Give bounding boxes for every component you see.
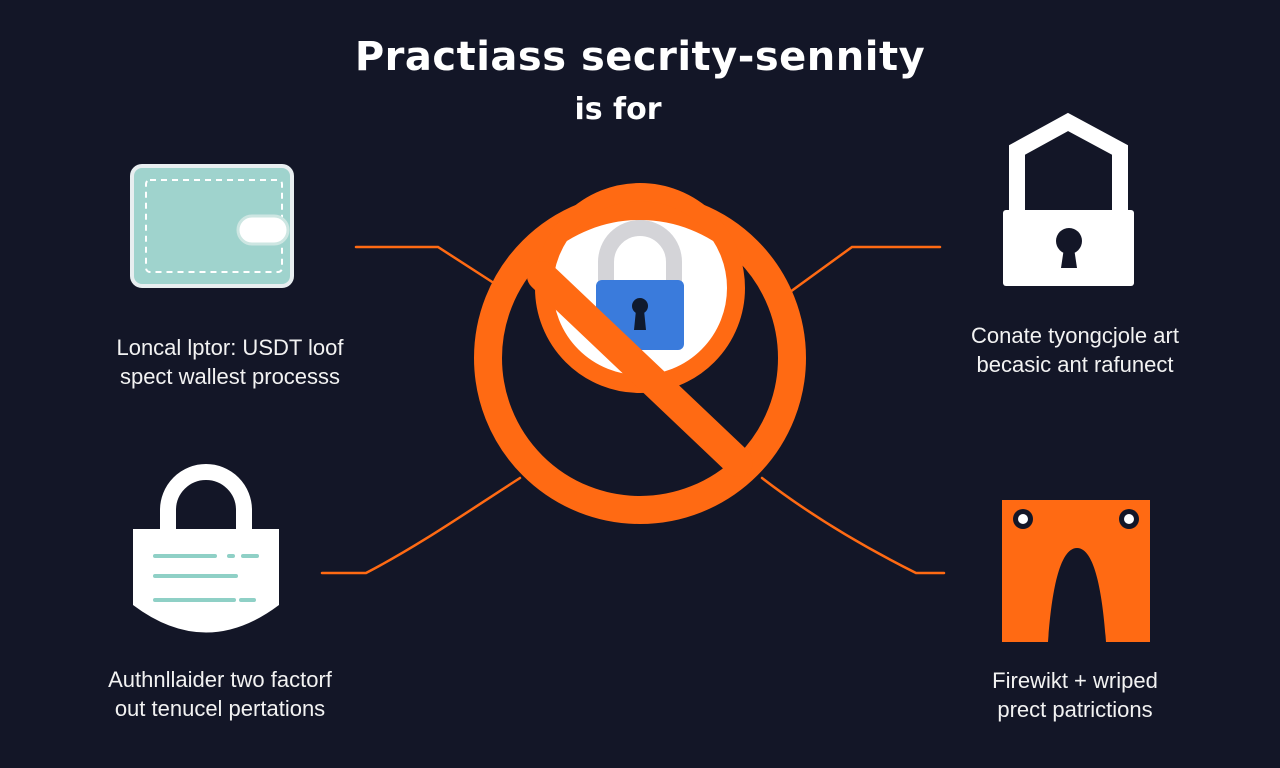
- caption-top-left: Loncal lptor: USDT loof spect wallest pr…: [40, 333, 420, 391]
- password-lock-icon: [133, 464, 279, 633]
- wallet-icon: [130, 164, 294, 288]
- caption-bottom-right-line-2: prect patrictions: [997, 697, 1153, 722]
- connector-lines: [320, 245, 946, 575]
- connector-bottom-left: [320, 476, 522, 575]
- prohibited-padlock-icon: [474, 183, 806, 524]
- connector-bottom-right: [760, 476, 946, 575]
- page-title: Practiass secrity-sennity: [354, 34, 926, 80]
- caption-bottom-left-line-2: out tenucel pertations: [114, 696, 326, 721]
- page-subtitle: is for: [574, 92, 662, 127]
- caption-bottom-right: Firewikt + wriped prect patrictions: [885, 666, 1265, 724]
- caption-bottom-left: Authnllaider two factorf out tenucel per…: [20, 665, 420, 723]
- firewall-gate-icon: [1002, 500, 1150, 642]
- caption-top-right: Conate tyongcjole art becasic ant rafune…: [885, 321, 1265, 379]
- caption-bottom-left-line-1: Authnllaider two factorf: [108, 667, 332, 692]
- caption-top-left-line-1: Loncal lptor: USDT loof: [116, 335, 344, 360]
- connector-top-right: [788, 245, 942, 294]
- caption-top-left-line-2: spect wallest processs: [119, 364, 341, 389]
- caption-top-right-line-2: becasic ant rafunect: [976, 352, 1174, 377]
- connector-top-left: [354, 245, 502, 289]
- padlock-icon: [1003, 112, 1134, 286]
- caption-bottom-right-line-1: Firewikt + wriped: [992, 668, 1158, 693]
- caption-top-right-line-1: Conate tyongcjole art: [971, 323, 1179, 348]
